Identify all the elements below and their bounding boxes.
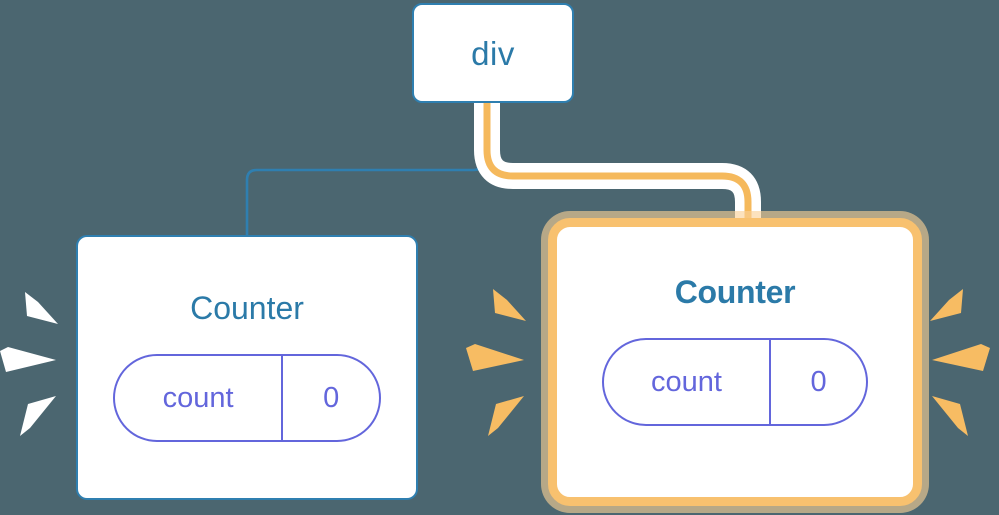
counter-right-state-pill: count 0 xyxy=(602,338,868,426)
counter-left-state-key: count xyxy=(162,381,234,414)
node-div-label: div xyxy=(471,34,515,72)
sparkle-rays-orange-left xyxy=(466,289,526,436)
counter-left-state-value: 0 xyxy=(281,356,379,440)
node-counter-right[interactable]: Counter count 0 xyxy=(548,218,922,506)
counter-right-title: Counter xyxy=(674,274,796,310)
node-counter-left[interactable]: Counter count 0 xyxy=(76,235,418,500)
counter-right-state-value: 0 xyxy=(769,340,866,424)
counter-right-state-key: count xyxy=(651,365,722,398)
node-div[interactable]: div xyxy=(412,3,574,103)
connector-div-to-counter-right xyxy=(483,103,752,224)
counter-left-title: Counter xyxy=(190,290,304,326)
connector-div-to-counter-left xyxy=(245,103,485,235)
sparkle-rays-white-left xyxy=(0,292,58,436)
counter-left-state-pill: count 0 xyxy=(113,354,381,442)
sparkle-rays-orange-right xyxy=(930,289,990,436)
connector-highlight-halo xyxy=(474,103,761,224)
